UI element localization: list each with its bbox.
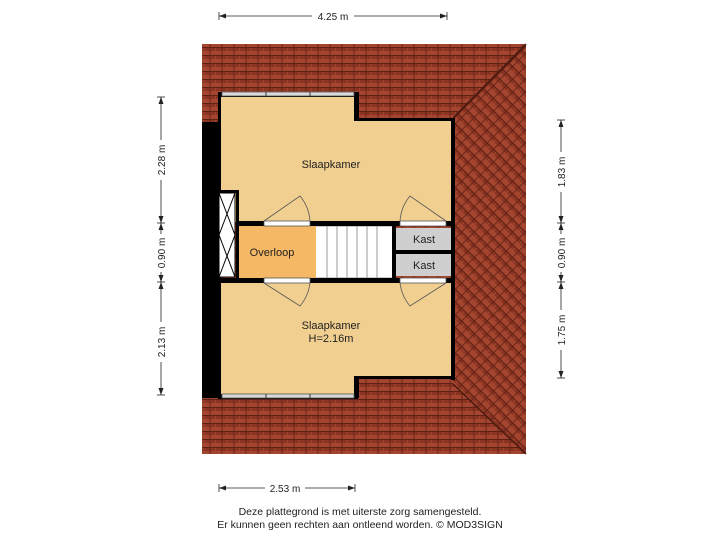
stairs	[316, 226, 392, 278]
label-bedroom-top: Slaapkamer	[302, 159, 361, 171]
wall-left-outer	[202, 122, 218, 398]
duct-shaft	[218, 192, 236, 278]
bedroom-bottom-floor	[220, 282, 453, 396]
closet-2-floor	[396, 254, 451, 276]
door-bedroom-top	[263, 195, 311, 222]
doors	[263, 195, 447, 307]
door-closet-bottom	[399, 282, 447, 307]
dim-left-middle: 0.90 m	[157, 238, 168, 269]
dim-left-lower: 2.13 m	[157, 327, 168, 358]
dim-bottom: 2.53 m	[270, 484, 301, 495]
dim-left-upper: 2.28 m	[157, 145, 168, 176]
label-closet-2: Kast	[413, 260, 435, 272]
disclaimer-line-2: Er kunnen geen rechten aan ontleend word…	[217, 519, 503, 531]
roof-hip-right	[453, 44, 526, 454]
landing-floor	[238, 226, 316, 278]
windows	[221, 91, 355, 399]
window-bottom	[221, 393, 355, 399]
dim-top: 4.25 m	[318, 12, 349, 23]
label-bedroom-bottom-height: H=2.16m	[309, 333, 354, 345]
dim-right-upper: 1.83 m	[557, 157, 568, 188]
label-closet-1: Kast	[413, 234, 435, 246]
label-bedroom-bottom: Slaapkamer	[302, 320, 361, 332]
label-landing: Overloop	[250, 247, 295, 259]
disclaimer-line-1: Deze plattegrond is met uiterste zorg sa…	[238, 506, 482, 518]
closet-1-floor	[396, 228, 451, 250]
window-top	[221, 91, 355, 97]
door-closet-top	[399, 195, 447, 222]
dim-right-middle: 0.90 m	[557, 238, 568, 269]
dim-right-lower: 1.75 m	[557, 315, 568, 346]
floors	[220, 96, 453, 396]
dimension-arrows	[158, 13, 564, 491]
bedroom-top-floor	[220, 96, 453, 222]
door-bedroom-bottom	[263, 282, 311, 307]
